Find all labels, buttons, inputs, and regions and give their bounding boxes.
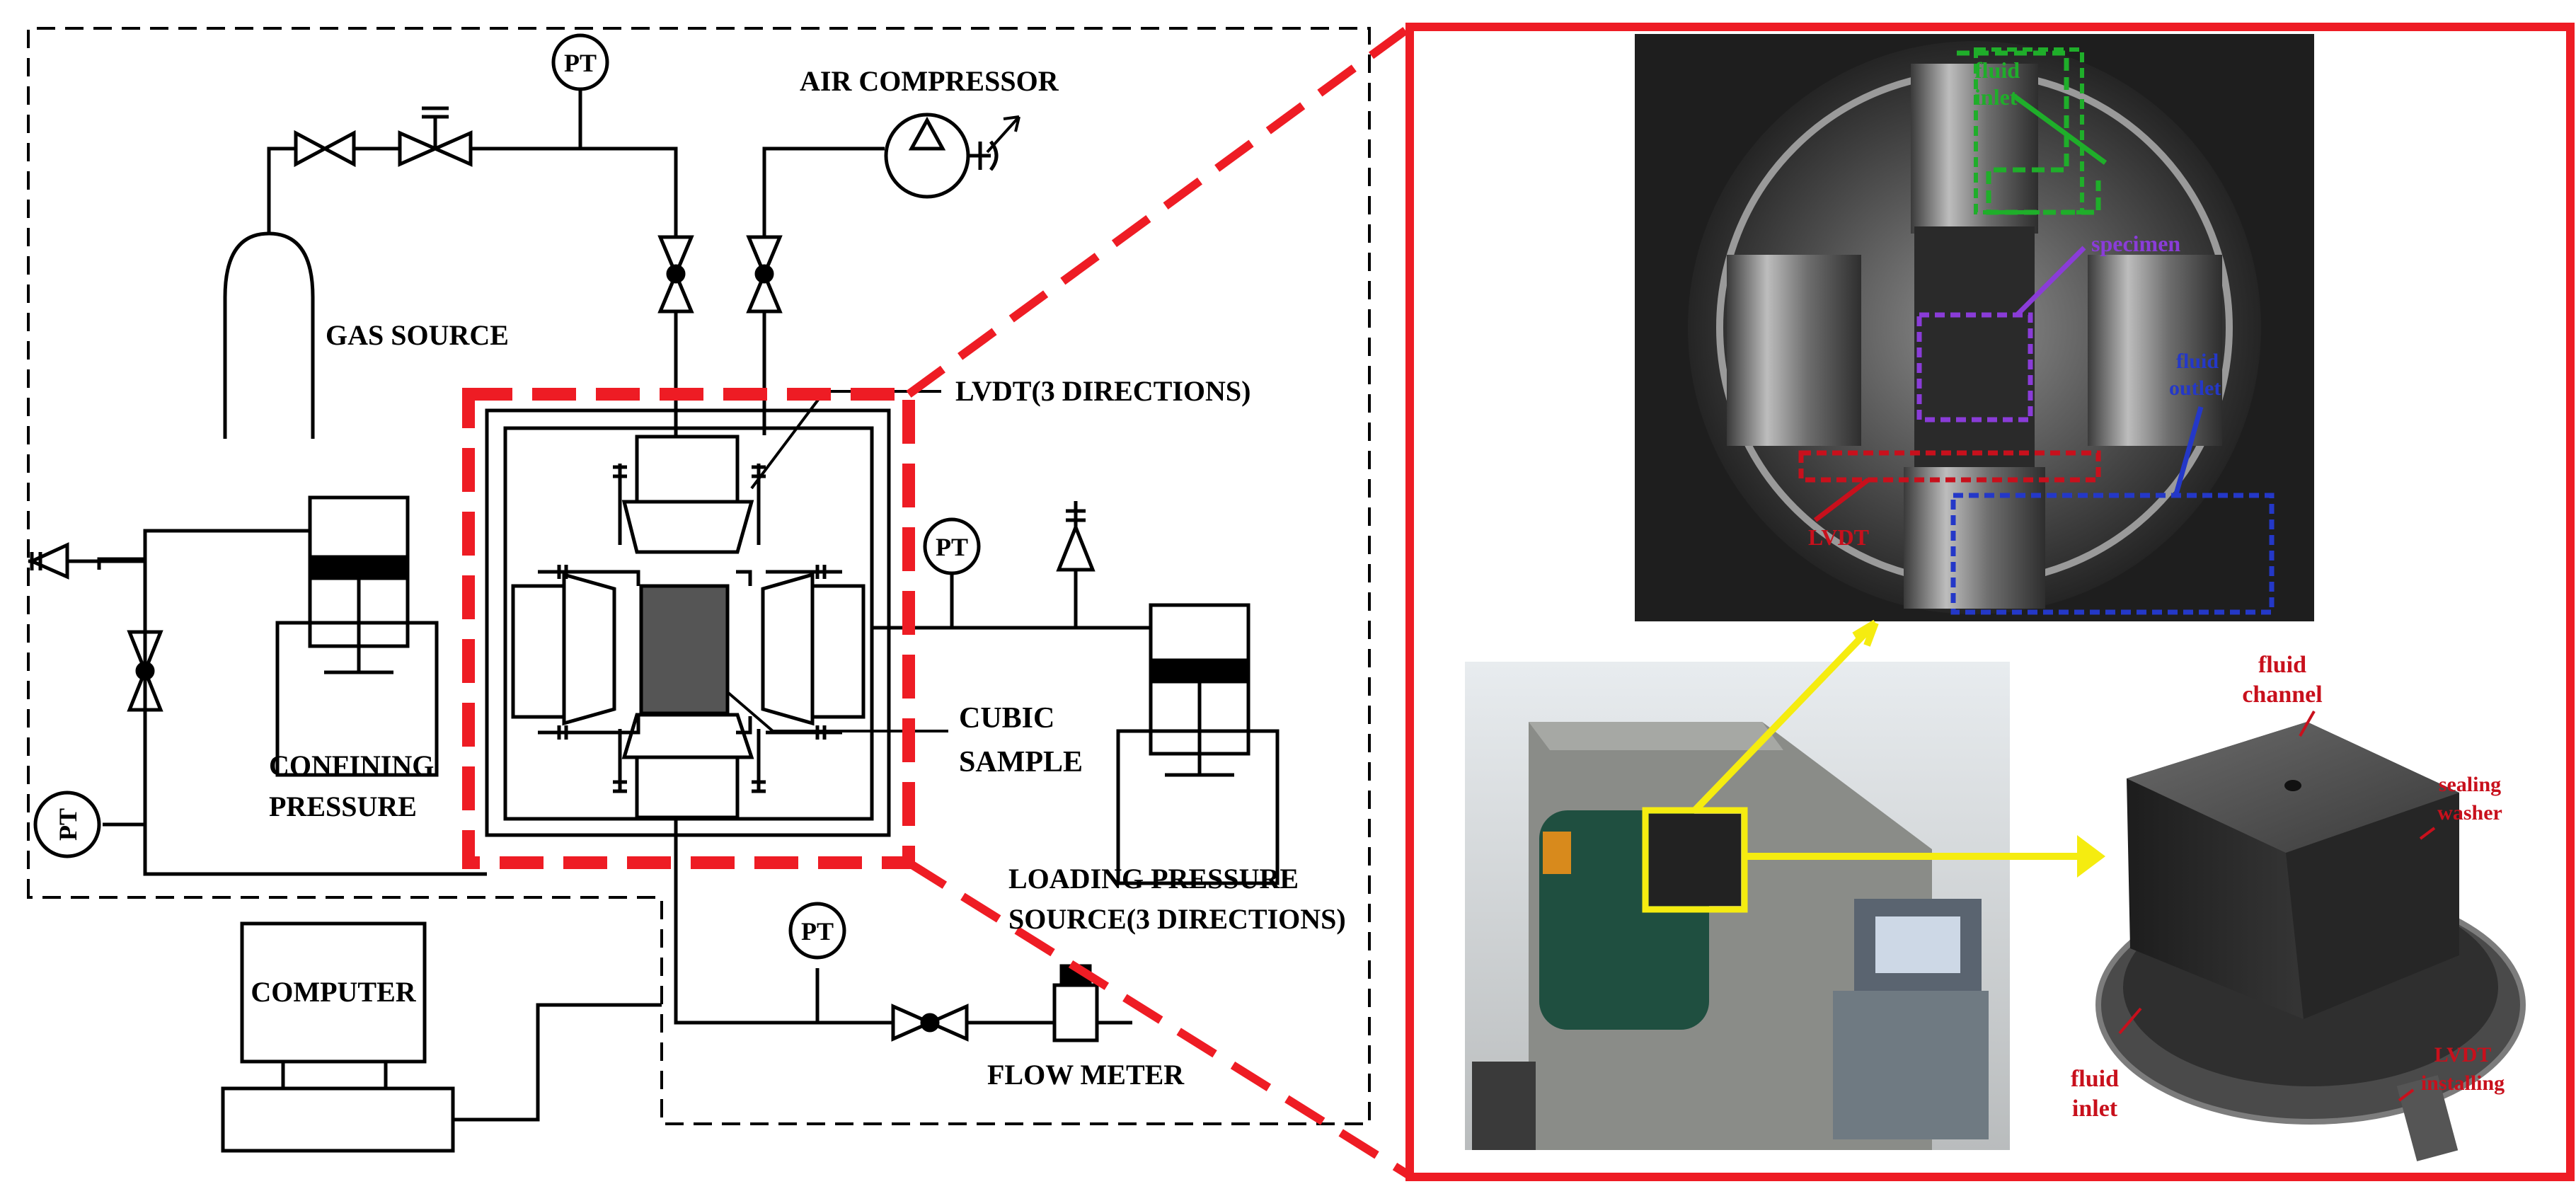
pt-gauge-right: PT xyxy=(923,517,981,575)
chamber-fluid-inlet-label-2: inlet xyxy=(1974,84,2018,110)
gas-source-cylinder xyxy=(223,231,315,439)
bottom-piston xyxy=(613,713,766,820)
valve-left-confining xyxy=(127,630,163,712)
holder-inlet-label-1: fluid xyxy=(2071,1066,2119,1092)
holder-lvdt-label-1: LVDT xyxy=(2434,1043,2492,1067)
loading-pressure-source xyxy=(1116,603,1280,885)
holder-washer-label-1: sealing xyxy=(2439,773,2501,796)
chamber-photo: fluid inlet specimen fluid outlet LVDT xyxy=(1635,34,2314,621)
chamber-lvdt-label: LVDT xyxy=(1808,524,1869,550)
valve-right-vertical xyxy=(746,235,783,314)
flow-meter-label: FLOW METER xyxy=(987,1059,1185,1091)
gas-source-label: GAS SOURCE xyxy=(326,319,509,351)
pt-label-top: PT xyxy=(564,49,597,77)
loading-source-label-1: LOADING PRESSURE xyxy=(1008,863,1299,895)
chamber-specimen-label: specimen xyxy=(2091,231,2180,256)
cubic-sample-label-1: CUBIC xyxy=(959,702,1054,735)
schematic xyxy=(27,27,1371,1153)
machine-photo xyxy=(1465,619,2105,1150)
pt-label-left: PT xyxy=(54,808,82,841)
chamber-fluid-outlet-label-2: outlet xyxy=(2169,377,2221,400)
pt-label-bottom: PT xyxy=(801,917,834,946)
computer xyxy=(221,921,662,1153)
holder-channel-label-1: fluid xyxy=(2258,652,2306,678)
flow-valve xyxy=(891,1004,969,1042)
gas-line xyxy=(267,146,296,234)
computer-label: COMPUTER xyxy=(251,976,416,1008)
vent-left xyxy=(27,542,69,580)
holder-lvdt-label-2: installing xyxy=(2421,1071,2505,1095)
holder-washer-label-2: washer xyxy=(2437,801,2502,824)
callout-line-bottom xyxy=(906,858,1411,1179)
lvdt-label: LVDT(3 DIRECTIONS) xyxy=(955,375,1251,407)
top-piston xyxy=(613,435,766,554)
vent-right xyxy=(1056,501,1096,572)
dashed-enclosure xyxy=(27,27,1371,1125)
valve-left-vertical xyxy=(657,235,694,314)
cubic-sample xyxy=(639,584,730,715)
left-piston xyxy=(511,565,616,740)
loading-frame-outer xyxy=(485,408,891,837)
confining-pressure-source xyxy=(275,495,439,777)
holder-inlet-label-2: inlet xyxy=(2072,1096,2118,1122)
cubic-sample-leader xyxy=(726,691,948,732)
cell-highlight-box xyxy=(462,388,915,869)
gas-valve-1 xyxy=(294,130,356,168)
pt-label-right: PT xyxy=(936,533,968,561)
pt-gauge-bottom: PT xyxy=(788,902,846,960)
loading-source-label-2: SOURCE(3 DIRECTIONS) xyxy=(1008,903,1346,935)
chamber-fluid-inlet-label-1: fluid xyxy=(1974,57,2020,83)
sample-holder-photo: fluid channel sealing washer fluid inlet… xyxy=(2071,652,2526,1161)
confining-label-2: PRESSURE xyxy=(269,791,417,822)
confining-label-1: CONFINING xyxy=(269,749,434,781)
air-compressor xyxy=(884,113,1020,199)
holder-channel-label-2: channel xyxy=(2242,682,2322,708)
right-piston xyxy=(761,565,866,740)
cubic-sample-label-2: SAMPLE xyxy=(959,746,1083,778)
pt-gauge-top: PT xyxy=(551,33,609,91)
callout-line-top xyxy=(906,25,1411,398)
chamber-fluid-outlet-label-1: fluid xyxy=(2176,350,2219,373)
gas-valve-2 xyxy=(398,106,473,167)
air-compressor-label: AIR COMPRESSOR xyxy=(800,65,1059,97)
pt-gauge-left: PT xyxy=(33,791,101,858)
